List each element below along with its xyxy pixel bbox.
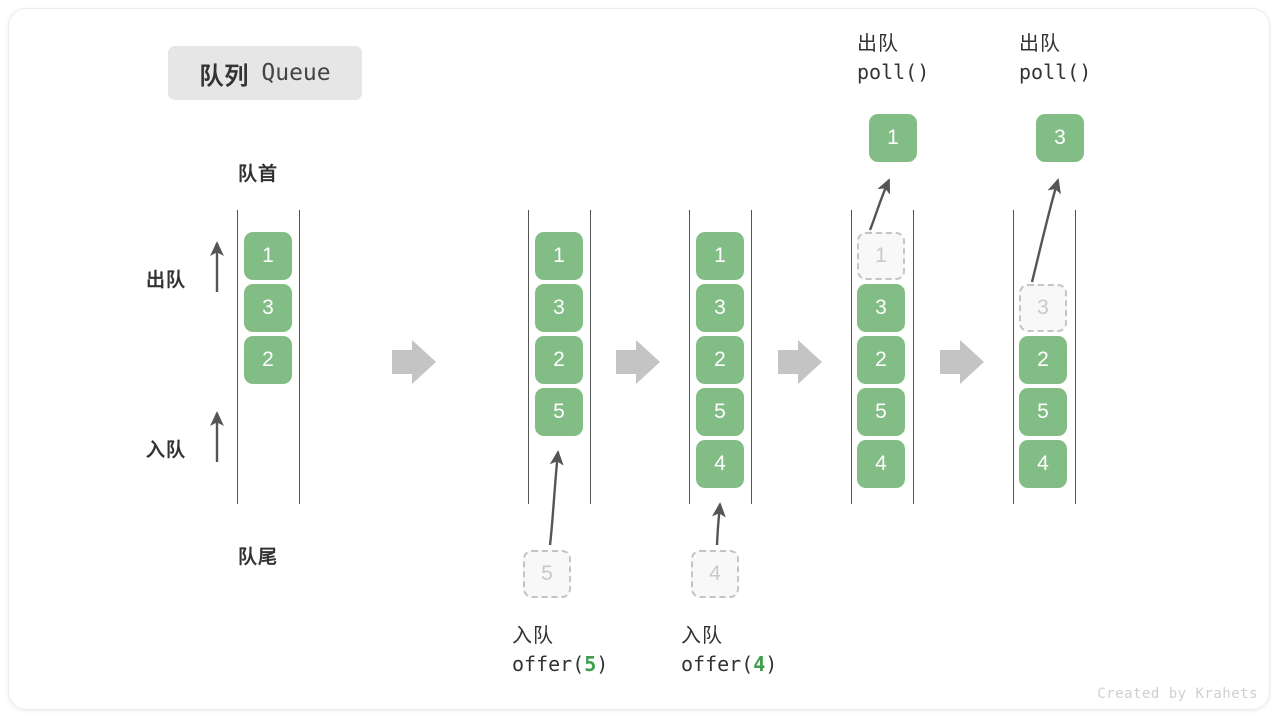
caption-poll-3: 出队 poll() [1019,30,1091,87]
queue-cell: 3 [244,284,292,332]
caption-offer-5: 入队 offer(5) [512,622,608,679]
title-badge: 队列 Queue [168,46,362,100]
caption-poll-1: 出队 poll() [857,30,929,87]
ghost-cell-polled-1: 1 [857,232,905,280]
queue-cell: 5 [857,388,905,436]
poll-result-cell-1: 1 [869,114,917,162]
label-dequeue: 出队 [146,270,187,291]
caption-offer-5-code: offer(5) [512,652,609,677]
queue-cell: 1 [244,232,292,280]
rail-left [237,210,238,504]
queue-cell: 1 [696,232,744,280]
rail-left [851,210,852,504]
rail-right [590,210,591,504]
queue-cell: 2 [244,336,292,384]
footer-credit: Created by Krahets [1097,686,1258,702]
rail-right [751,210,752,504]
ghost-cell-offer-4: 4 [691,550,739,598]
rail-right [299,210,300,504]
rail-right [1075,210,1076,504]
queue-cell: 3 [696,284,744,332]
rail-right [913,210,914,504]
caption-offer-4: 入队 offer(4) [681,622,777,679]
caption-offer-5-cn: 入队 [512,625,554,647]
caption-poll-3-code: poll() [1019,60,1092,85]
rail-left [1013,210,1014,504]
queue-cell: 2 [1019,336,1067,384]
label-enqueue: 入队 [146,440,187,461]
queue-cell: 5 [535,388,583,436]
caption-poll-1-cn: 出队 [857,33,899,55]
title-english: Queue [261,60,331,86]
queue-cell: 4 [696,440,744,488]
title-chinese: 队列 [199,62,250,90]
rail-left [689,210,690,504]
caption-poll-3-cn: 出队 [1019,33,1061,55]
queue-cell: 2 [535,336,583,384]
queue-cell: 4 [857,440,905,488]
caption-offer-4-cn: 入队 [681,625,723,647]
label-queue-tail: 队尾 [238,547,279,568]
queue-cell: 4 [1019,440,1067,488]
ghost-cell-polled-3: 3 [1019,284,1067,332]
rail-left [528,210,529,504]
queue-cell: 2 [696,336,744,384]
diagram-card [8,8,1270,710]
queue-cell: 3 [535,284,583,332]
label-queue-head: 队首 [238,164,279,185]
poll-result-cell-3: 3 [1036,114,1084,162]
queue-cell: 3 [857,284,905,332]
queue-cell: 2 [857,336,905,384]
ghost-cell-offer-5: 5 [523,550,571,598]
caption-poll-1-code: poll() [857,60,930,85]
queue-cell: 1 [535,232,583,280]
caption-offer-4-code: offer(4) [681,652,778,677]
queue-cell: 5 [696,388,744,436]
queue-cell: 5 [1019,388,1067,436]
